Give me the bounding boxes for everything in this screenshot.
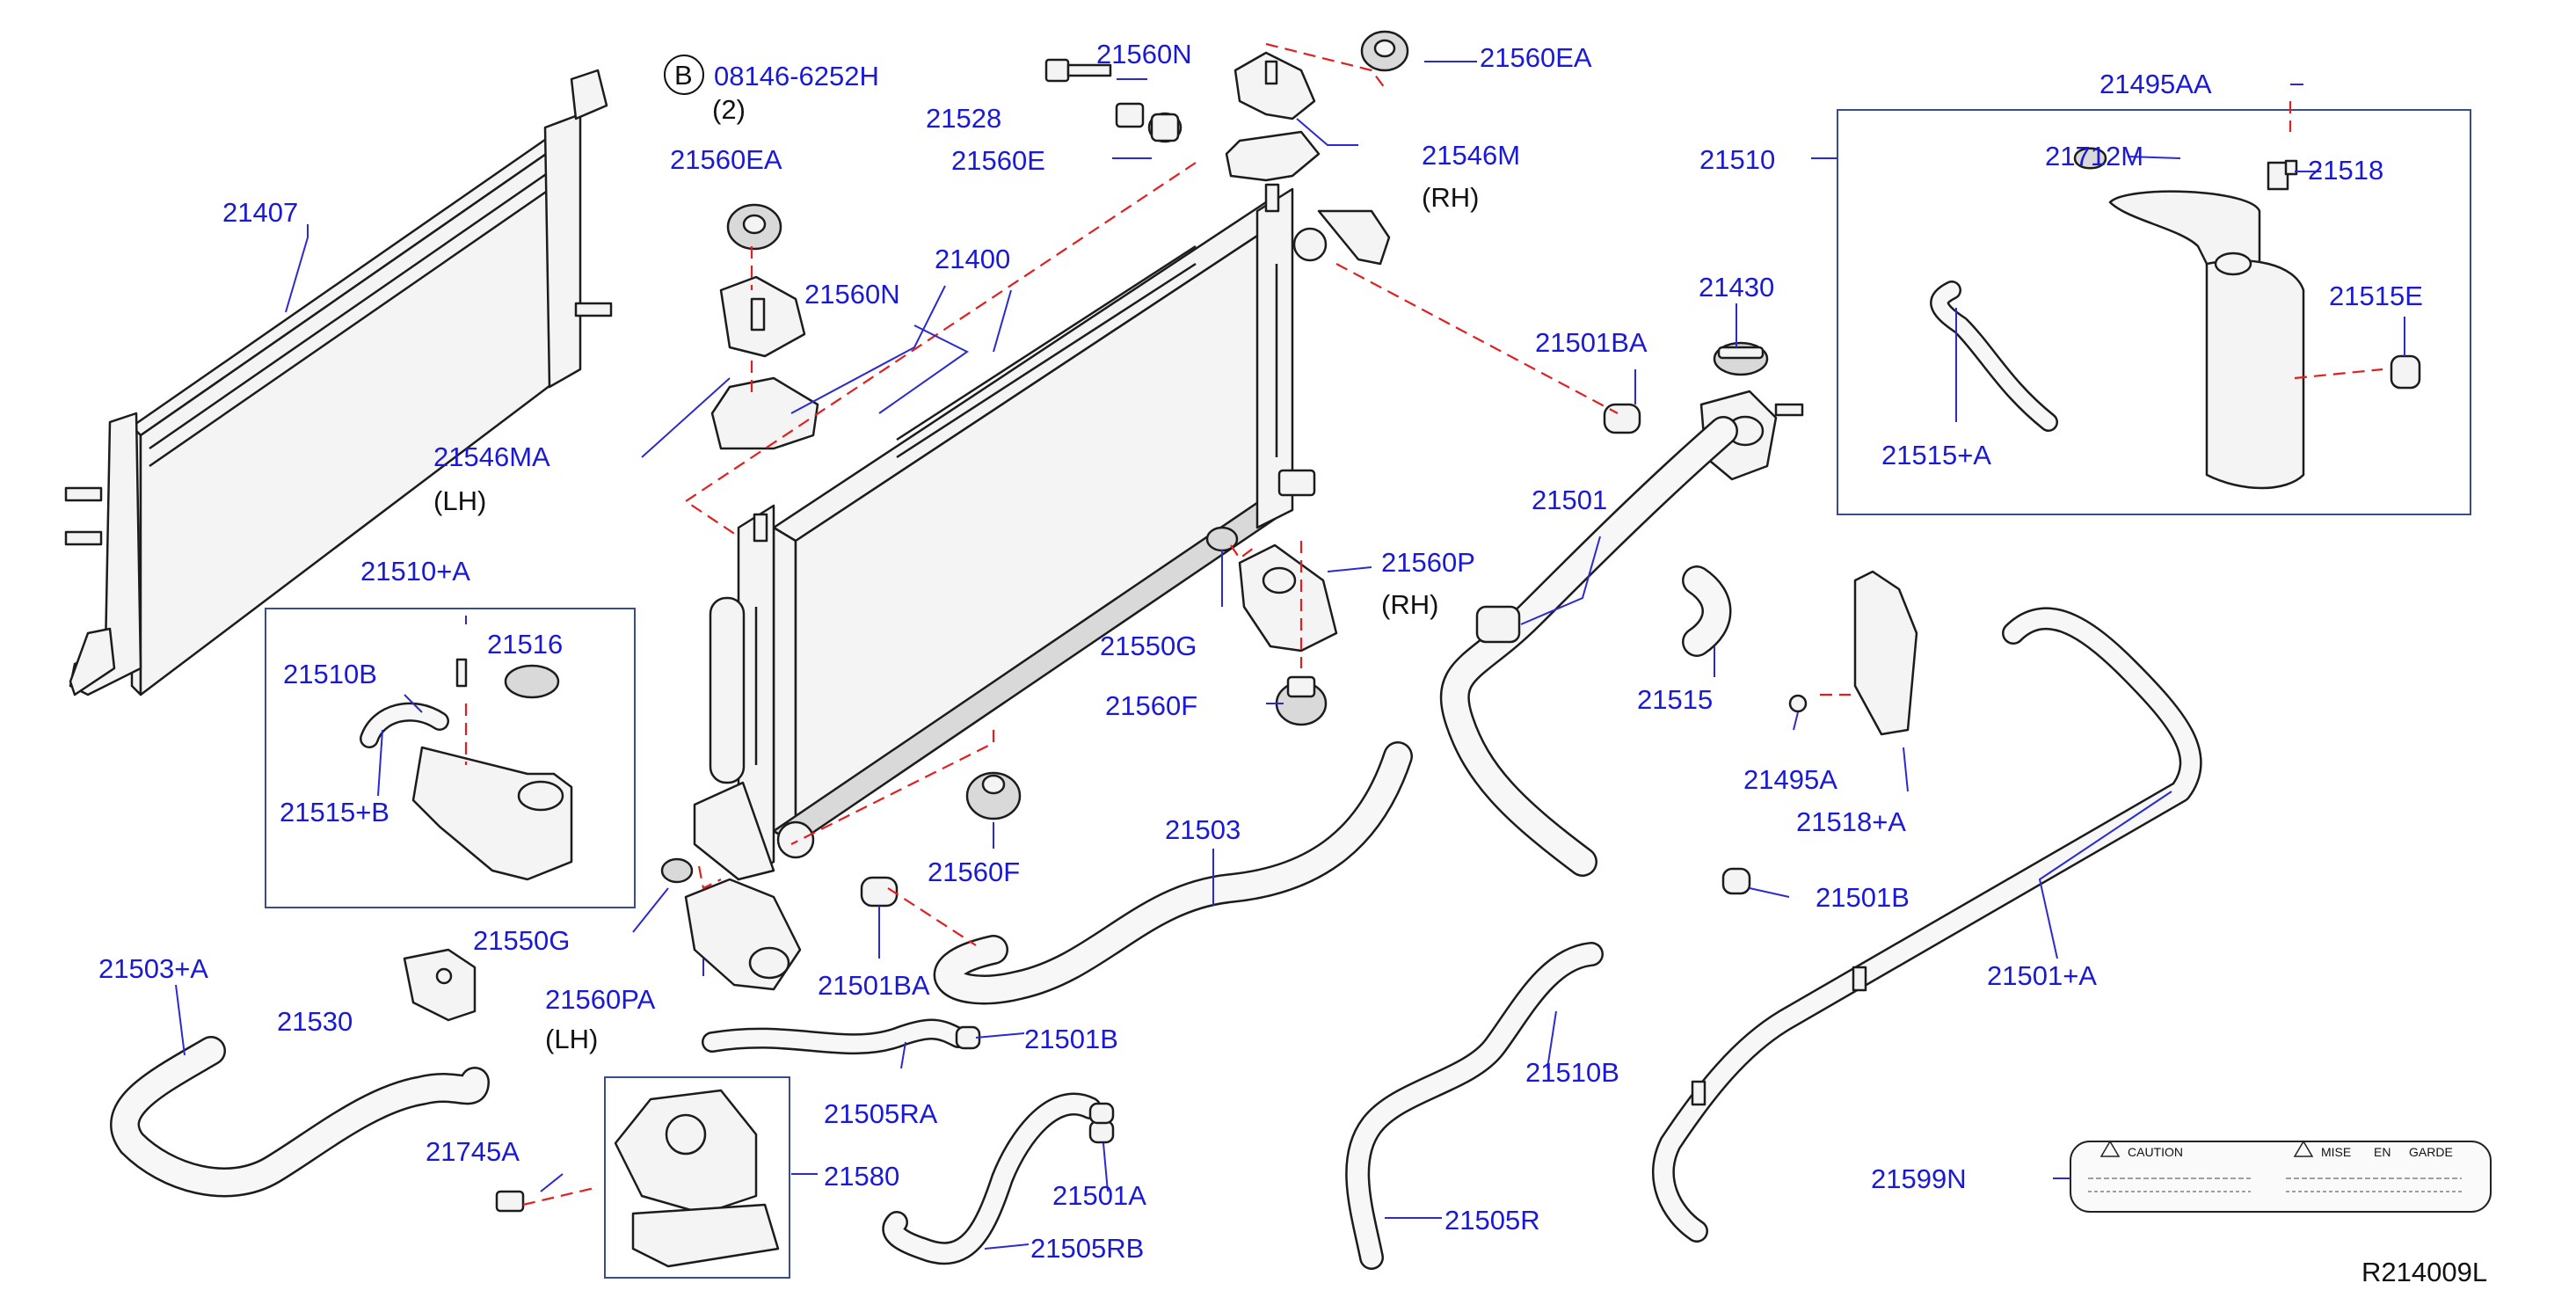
label-21530: 21530 (277, 1006, 353, 1037)
hose-21515 (1682, 565, 1732, 657)
label-21518: 21518 (2308, 155, 2383, 186)
bolt-spec-qty: (2) (712, 94, 746, 125)
label-21505R: 21505R (1444, 1205, 1540, 1236)
label-21560N-top: 21560N (1096, 39, 1192, 69)
lower-mounts (660, 403, 1641, 991)
caution-label-garde: GARDE (2409, 1145, 2453, 1159)
label-21515: 21515 (1637, 684, 1713, 715)
part-labels: 21407 21560EA 21560N 21546MA (LH) 21400 … (98, 39, 2487, 1287)
label-21546MA: 21546MA (433, 441, 550, 472)
hose-21503A (110, 1036, 490, 1198)
bracket-21530 (403, 948, 477, 1022)
lower-hose-21503 (933, 741, 1413, 1005)
upper-mount-bolts (1044, 30, 1409, 266)
label-21560E: 21560E (951, 145, 1045, 176)
reference-code: R214009L (2361, 1257, 2487, 1287)
clamps (1088, 867, 1751, 1125)
label-21510B-low: 21510B (1525, 1057, 1619, 1088)
label-21501BA-low: 21501BA (818, 970, 930, 1001)
bolt-spec: B 08146-6252H (2) (664, 55, 879, 125)
label-21550G-mid: 21550G (1100, 631, 1197, 661)
label-21515E: 21515E (2329, 281, 2423, 311)
caution-label-21599N: CAUTION MISE EN GARDE (2070, 1140, 2492, 1213)
hose-21505RB (882, 1092, 1115, 1265)
left-upper-mount (710, 203, 819, 450)
reservoir-21510A-frame (265, 608, 636, 908)
pump-21580 (495, 1089, 780, 1268)
label-lh-1: (LH) (433, 485, 486, 516)
label-21560F-low: 21560F (928, 857, 1020, 887)
label-21515B: 21515+B (280, 797, 389, 827)
label-21560F-mid: 21560F (1105, 690, 1197, 721)
upper-hose-21501 (1439, 416, 1738, 877)
label-21550G-low: 21550G (473, 925, 570, 956)
label-21518A: 21518+A (1796, 806, 1906, 837)
label-lh-2: (LH) (545, 1024, 598, 1054)
label-21580: 21580 (824, 1161, 899, 1192)
label-21712M: 21712M (2045, 141, 2143, 171)
reservoir-tank-21510A (360, 658, 573, 881)
condenser-21407 (64, 69, 613, 696)
reservoir-tank-21510 (1930, 147, 2421, 490)
label-21510B-box: 21510B (283, 659, 377, 689)
label-21510: 21510 (1699, 144, 1775, 175)
hose-21505RA (702, 1018, 981, 1055)
label-21515A: 21515+A (1881, 440, 1991, 470)
alignment-dashes (464, 42, 2383, 1207)
label-21546M: 21546M (1422, 140, 1520, 171)
label-21560N-left: 21560N (804, 279, 900, 310)
label-21560EA-top: 21560EA (1480, 42, 1592, 73)
label-21495AA: 21495AA (2099, 69, 2212, 99)
label-21505RB: 21505RB (1030, 1233, 1144, 1264)
label-21400: 21400 (935, 244, 1010, 274)
label-21503A: 21503+A (98, 953, 208, 984)
label-21599N: 21599N (1871, 1163, 1967, 1194)
bolt-spec-part: 08146-6252H (714, 61, 879, 91)
label-21430: 21430 (1699, 272, 1774, 303)
overflow-hose-21501A (1652, 607, 2202, 1243)
label-21501A: 21501+A (1987, 960, 2097, 991)
bolt-spec-letter: B (674, 60, 693, 91)
caution-label-en: EN (2374, 1145, 2390, 1159)
label-21407: 21407 (222, 197, 298, 228)
filler-neck (1699, 341, 1804, 481)
label-21501: 21501 (1532, 485, 1607, 515)
label-21501A-clamp: 21501A (1052, 1180, 1146, 1211)
label-21560EA-left: 21560EA (670, 144, 782, 175)
hose-21505R (1345, 942, 1604, 1270)
label-21528: 21528 (926, 103, 1001, 134)
label-21503: 21503 (1165, 814, 1241, 845)
reservoir-21510-frame (1837, 109, 2471, 515)
label-rh-2: (RH) (1381, 589, 1438, 620)
label-21516: 21516 (487, 629, 563, 660)
label-21501B-right: 21501B (1816, 882, 1910, 913)
label-rh-1: (RH) (1422, 182, 1479, 213)
label-21560P: 21560P (1381, 547, 1475, 578)
leader-lines (175, 61, 2405, 1250)
pump-21580-frame (604, 1076, 790, 1279)
label-21560PA: 21560PA (545, 984, 656, 1015)
label-21495A: 21495A (1743, 764, 1837, 795)
label-21505RA: 21505RA (824, 1098, 938, 1129)
label-21501B-low: 21501B (1024, 1024, 1118, 1054)
label-21745A: 21745A (426, 1136, 520, 1167)
label-21510A: 21510+A (360, 556, 470, 587)
bracket-21518A (1788, 570, 1918, 736)
caution-label-mise: MISE (2321, 1145, 2351, 1159)
caution-label-heading: CAUTION (2128, 1145, 2183, 1159)
label-21501BA-top: 21501BA (1535, 327, 1648, 358)
radiator-core-21400 (693, 183, 1328, 881)
